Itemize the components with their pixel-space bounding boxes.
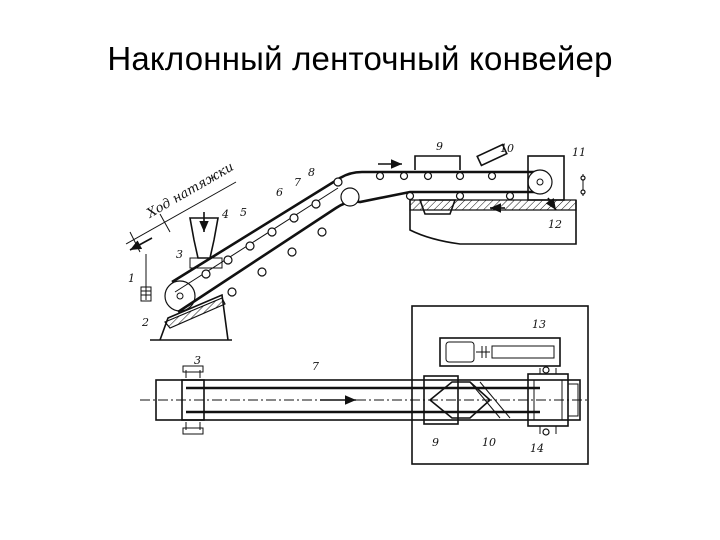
label-11: 11 xyxy=(572,146,586,159)
label-12: 12 xyxy=(548,218,562,231)
plan-label-3: 3 xyxy=(194,354,201,367)
plan-label-9: 9 xyxy=(432,436,439,449)
tension-spring xyxy=(140,286,152,302)
label-10: 10 xyxy=(500,142,514,155)
side-view: Ход натяжки 1 2 3 4 5 6 7 8 9 10 11 12 xyxy=(125,140,586,341)
tripper-plan xyxy=(423,375,459,425)
belt-plan-strand xyxy=(186,386,540,414)
horizontal-idlers xyxy=(375,171,515,201)
label-3: 3 xyxy=(176,248,183,261)
plan-view: 3 7 9 10 13 14 xyxy=(140,305,590,465)
tail-support-frame xyxy=(159,293,229,341)
slide-title: Наклонный ленточный конвейер xyxy=(107,40,613,77)
head-support-structure xyxy=(409,200,577,245)
head-drum xyxy=(527,169,553,195)
belt-upper-strand xyxy=(171,170,540,284)
head-drum-plan xyxy=(527,373,569,427)
label-2: 2 xyxy=(141,316,149,329)
label-4: 4 xyxy=(221,208,229,221)
tail-drum xyxy=(164,280,196,312)
label-5: 5 xyxy=(240,206,247,219)
tail-drum-plan xyxy=(181,379,205,421)
drive-motor-plan xyxy=(445,341,475,363)
plan-label-14: 14 xyxy=(530,442,544,455)
plan-label-7: 7 xyxy=(312,360,319,373)
plan-label-10: 10 xyxy=(482,436,496,449)
drive-motor xyxy=(476,143,508,167)
label-6: 6 xyxy=(276,186,283,199)
tail-support-hatch xyxy=(164,297,226,329)
label-7: 7 xyxy=(294,176,301,189)
plan-label-13: 13 xyxy=(532,318,546,331)
drive-room-outline xyxy=(411,305,589,465)
incline-idlers xyxy=(201,199,327,297)
label-9: 9 xyxy=(436,140,443,153)
drive-unit xyxy=(439,337,561,367)
label-8: 8 xyxy=(308,166,315,179)
tripper-frame xyxy=(414,155,461,170)
bend-drum xyxy=(340,187,360,207)
tripper-diverter xyxy=(428,381,492,419)
tension-travel-dimension xyxy=(125,181,237,245)
label-1: 1 xyxy=(128,272,135,285)
